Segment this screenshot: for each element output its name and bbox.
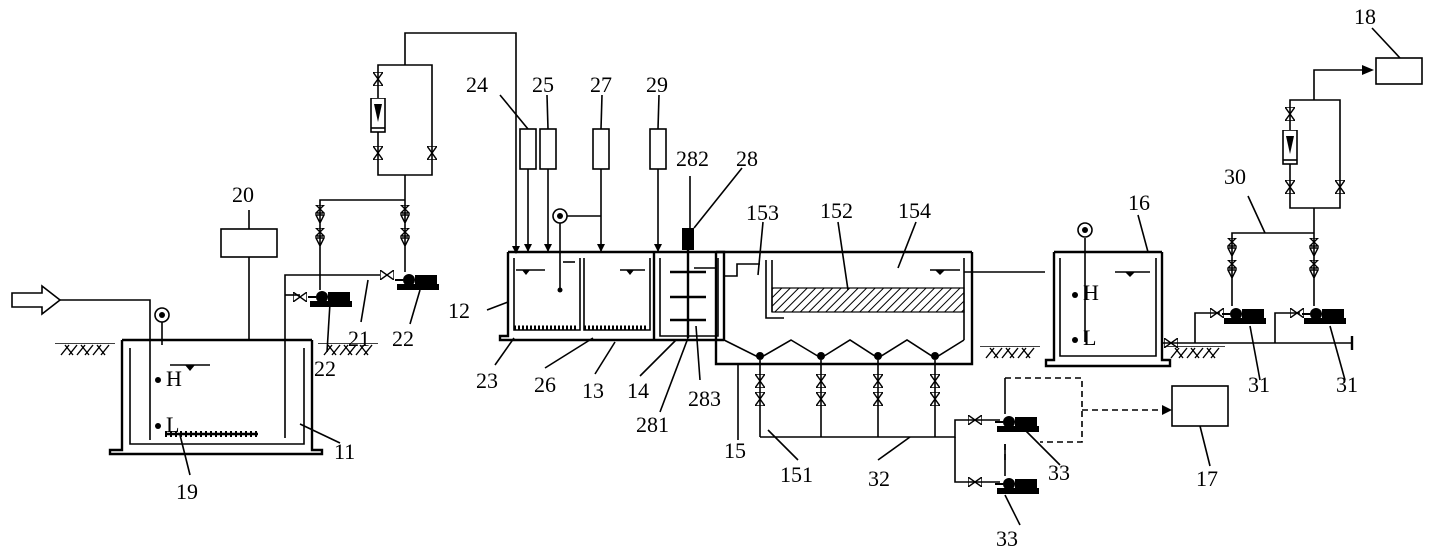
label-23: 23 xyxy=(476,368,498,393)
label-22b: 22 xyxy=(392,326,414,351)
tank-11: H L xyxy=(54,338,378,456)
inlet-arrow-icon xyxy=(11,284,62,316)
tank-16: H L xyxy=(1044,238,1225,368)
inlet-pipe xyxy=(60,299,151,440)
label-16: 16 xyxy=(1128,190,1150,215)
label-18: 18 xyxy=(1354,4,1376,29)
label-20: 20 xyxy=(232,182,254,207)
label-31a: 31 xyxy=(1248,372,1270,397)
dosing-box-24 xyxy=(519,128,537,252)
label-13: 13 xyxy=(582,378,604,403)
level-sensor-low-16: L xyxy=(1072,325,1096,350)
label-24: 24 xyxy=(466,72,488,97)
label-22a: 22 xyxy=(314,356,336,381)
stirrer-28 xyxy=(670,228,706,338)
label-17: 17 xyxy=(1196,466,1218,491)
label-31b: 31 xyxy=(1336,372,1358,397)
label-151: 151 xyxy=(780,462,813,487)
leader-lines xyxy=(179,27,1401,526)
label-153: 153 xyxy=(746,200,779,225)
flowmeter-loop-left xyxy=(370,32,520,254)
svg-text:L: L xyxy=(166,412,179,437)
pipe-21 xyxy=(284,274,380,438)
sludge-box-17 xyxy=(1171,385,1229,427)
pump-22-right xyxy=(380,270,440,291)
label-12: 12 xyxy=(448,298,470,323)
label-281: 281 xyxy=(636,412,669,437)
pipe-32 xyxy=(760,419,1000,438)
level-sensor-high: H xyxy=(155,366,182,391)
label-33b: 33 xyxy=(996,526,1018,551)
svg-text:L: L xyxy=(1083,325,1096,350)
label-152: 152 xyxy=(820,198,853,223)
level-gauge-16 xyxy=(1077,222,1093,238)
outlet-box-18 xyxy=(1375,57,1423,85)
pump-22-left xyxy=(293,290,353,308)
dosing-box-20 xyxy=(220,228,278,340)
label-283: 283 xyxy=(688,386,721,411)
reactor-12 xyxy=(498,250,724,342)
label-30: 30 xyxy=(1224,164,1246,189)
label-15: 15 xyxy=(724,438,746,463)
label-21: 21 xyxy=(348,326,370,351)
label-14: 14 xyxy=(627,378,649,403)
settler-15 xyxy=(714,250,1045,366)
probe-icon xyxy=(552,208,601,293)
dosing-box-29 xyxy=(649,128,667,252)
number-labels: 11 19 20 22 21 22 12 23 26 13 14 281 283… xyxy=(176,4,1376,551)
label-154: 154 xyxy=(898,198,931,223)
label-25: 25 xyxy=(532,72,554,97)
pump-31-right xyxy=(1290,307,1347,325)
label-33a: 33 xyxy=(1048,460,1070,485)
pump-33-bottom xyxy=(968,444,1040,495)
dosing-box-25 xyxy=(539,128,557,252)
label-11: 11 xyxy=(334,439,355,464)
level-sensor-low: L xyxy=(155,412,179,437)
label-27: 27 xyxy=(590,72,612,97)
label-29: 29 xyxy=(646,72,668,97)
svg-text:H: H xyxy=(1083,280,1099,305)
level-gauge-icon xyxy=(154,307,170,345)
svg-text:H: H xyxy=(166,366,182,391)
label-26: 26 xyxy=(534,372,556,397)
label-28: 28 xyxy=(736,146,758,171)
pump-33-top xyxy=(968,378,1040,433)
sludge-outlets-151 xyxy=(755,352,940,437)
label-282: 282 xyxy=(676,146,709,171)
pump-31-left xyxy=(1210,307,1267,325)
flowmeter-loop-right xyxy=(1282,65,1374,209)
level-sensor-high-16: H xyxy=(1072,280,1099,305)
label-19: 19 xyxy=(176,479,198,504)
dosing-box-27 xyxy=(592,128,610,252)
label-32: 32 xyxy=(868,466,890,491)
